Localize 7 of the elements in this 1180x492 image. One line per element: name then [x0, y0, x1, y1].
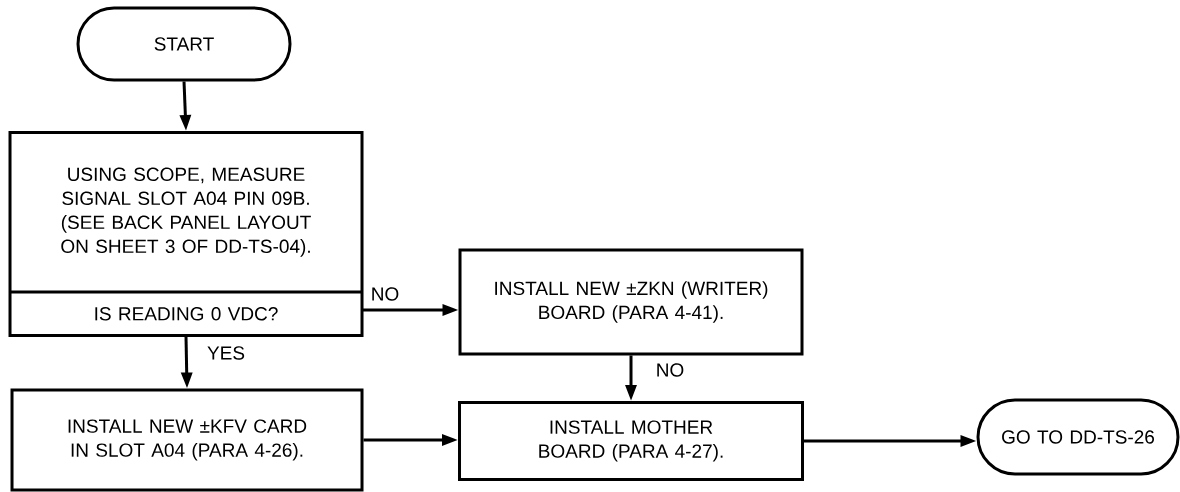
- decision-box: USING SCOPE, MEASURE SIGNAL SLOT A04 PIN 09B. (SEE BACK PANEL LAYOUT ON SHEET 3 OF DD-TS-04). IS READING 0 VDC?: [8, 131, 364, 337]
- process-box: INSTALL MOTHER BOARD (PARA 4-27).: [458, 401, 804, 481]
- edge-label: YES: [206, 345, 246, 361]
- process-box: INSTALL NEW ±KFV CARD IN SLOT A04 (PARA 4-26).: [10, 388, 364, 492]
- process-box: INSTALL NEW ±ZKN (WRITER) BOARD (PARA 4-41).: [458, 248, 804, 356]
- edge-label: NO: [654, 362, 686, 378]
- edge-label: NO: [369, 286, 401, 302]
